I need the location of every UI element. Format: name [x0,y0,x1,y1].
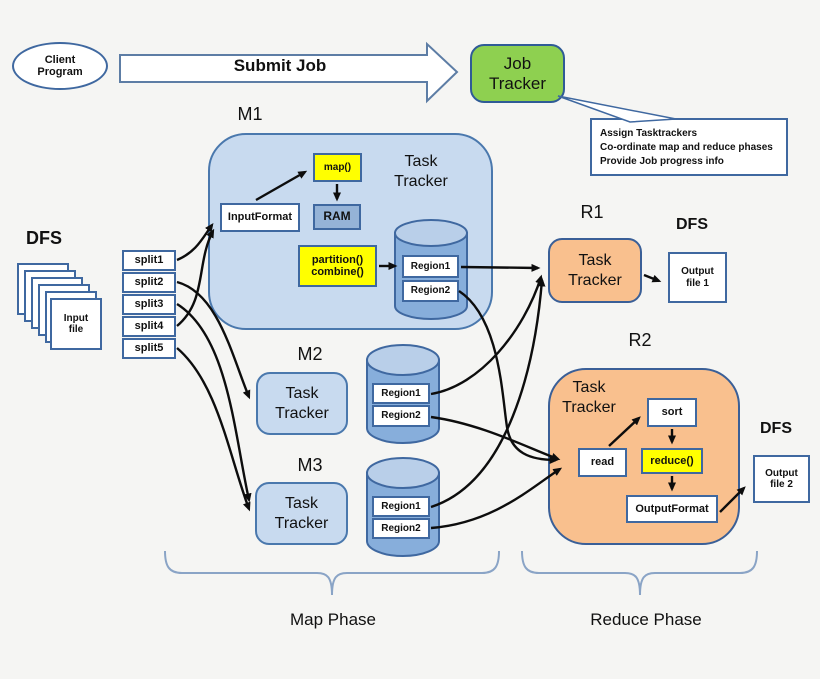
arrow-m2region2-to-read [430,415,561,461]
job-tracker-callout-box [590,118,788,176]
arrow-r1-to-outputfile1 [643,273,662,283]
partition-combine-label: partition() combine() [311,253,364,278]
m1-region2-box: Region2 [402,280,459,302]
arrow-split3-to-m3 [176,302,252,503]
arrow-split1-to-inputformat [176,222,214,262]
dfs-output2-label: DFS [760,420,792,437]
m2-region2-box: Region2 [372,405,430,427]
arrow-m3region2-to-read [430,467,563,530]
m3-task-tracker-label: Task Tracker [274,494,329,532]
map-phase-brace [164,550,500,596]
split5-box: split5 [122,338,176,359]
m2-tag: M2 [297,344,323,364]
split3-box: split3 [122,294,176,315]
split4-box: split4 [122,316,176,337]
split1-box: split1 [122,250,176,271]
submit-job-arrow [119,41,459,104]
m2-region1-box: Region1 [372,383,430,404]
output-file-1-node: Output file 1 [668,252,727,303]
input-file-label: Input file [63,312,89,335]
partition-combine-box: partition() combine() [298,245,377,287]
split2-box: split2 [122,272,176,293]
ram-box: RAM [313,204,361,230]
m3-region1-box: Region1 [372,496,430,517]
m3-tag: M3 [297,455,323,475]
submit-job-label: Submit Job [233,56,327,75]
output-file-2-node: Output file 2 [753,455,810,503]
reduce-fn-box: reduce() [641,448,703,474]
m2-task-tracker-node: Task Tracker [256,372,348,435]
input-format-box: InputFormat [220,203,300,232]
dfs-output1-label: DFS [676,216,708,233]
job-tracker-label: Job Tracker [489,54,546,93]
m3-task-tracker-node: Task Tracker [255,482,348,545]
input-file-front-sheet: Input file [50,298,102,350]
output-file-2-label: Output file 2 [765,467,798,490]
client-program-label: Client Program [37,53,83,78]
client-program-node: Client Program [12,42,108,90]
r1-task-tracker-label: Task Tracker [568,251,622,289]
reduce-phase-caption: Reduce Phase [590,610,702,629]
read-box: read [578,448,627,477]
r1-tag: R1 [580,202,604,222]
map-phase-caption: Map Phase [290,610,376,629]
reduce-phase-brace [521,550,758,596]
arrow-split5-to-m3 [176,347,251,512]
dfs-input-label: DFS [26,228,62,248]
m2-task-tracker-label: Task Tracker [275,384,329,422]
m1-tag: M1 [237,104,263,124]
sort-box: sort [647,398,697,427]
output-file-1-label: Output file 1 [681,266,714,289]
r1-task-tracker-node: Task Tracker [548,238,642,303]
map-fn-box: map() [313,153,362,182]
m3-region2-box: Region2 [372,518,430,539]
job-tracker-node: Job Tracker [470,44,565,103]
m1-region1-box: Region1 [402,255,459,278]
r2-tag: R2 [628,330,652,350]
output-format-box: OutputFormat [626,495,718,523]
